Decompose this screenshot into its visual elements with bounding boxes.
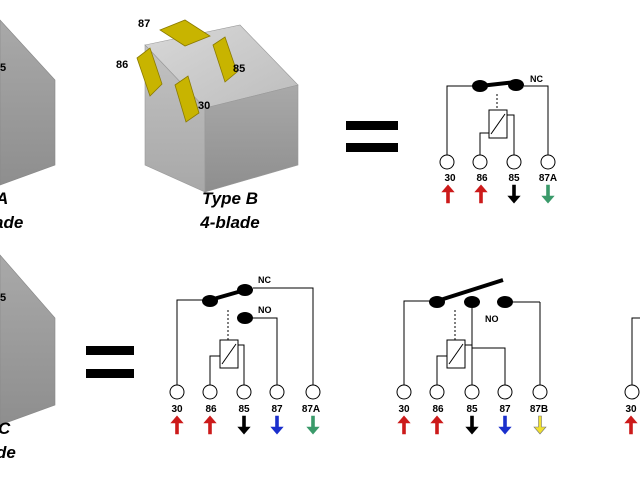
relay-c-pin-85: 5 (0, 292, 6, 304)
schematic-b-pin-0: 30 (444, 173, 456, 184)
equals-sign-top (346, 121, 398, 152)
schematic-c-pin-1: 86 (205, 404, 217, 415)
arrow-c-85 (237, 415, 251, 435)
schematic-b-nc-label: NC (530, 74, 543, 84)
arrow-b-85 (507, 184, 521, 204)
relay-b-caption-1: Type B (202, 189, 258, 208)
arrow-c-87 (270, 415, 284, 435)
schematic-e (624, 317, 640, 400)
schematic-d (396, 278, 548, 400)
relay-b-blades (136, 19, 238, 123)
schematic-d-pin-0: 30 (398, 404, 410, 415)
pin-arrows (170, 184, 638, 435)
arrow-d-86 (430, 415, 444, 435)
relay-b-cube (144, 24, 299, 193)
schematic-c-pin-0: 30 (171, 404, 183, 415)
relay-a-caption-2: ade (0, 213, 23, 232)
schematic-e-pin-0: 30 (625, 404, 637, 415)
arrow-c-87a (306, 415, 320, 435)
schematic-c-no-label: NO (258, 305, 272, 315)
schematic-c-pin-2: 85 (238, 404, 250, 415)
arrow-b-86 (474, 184, 488, 204)
schematic-d-pin-4: 87B (530, 404, 548, 415)
schematic-d-pin-2: 85 (466, 404, 478, 415)
relay-b-pin-87: 87 (138, 18, 150, 30)
equals-sign-bottom (86, 346, 134, 378)
schematic-d-no-label: NO (485, 314, 499, 324)
relay-b-pin-86: 86 (116, 59, 128, 71)
arrow-e-30 (624, 415, 638, 435)
blade-86 (136, 47, 163, 97)
arrow-d-30 (397, 415, 411, 435)
relay-a-caption-1: A (0, 189, 8, 208)
relay-b-pin-85: 85 (233, 63, 245, 75)
schematic-d-pin-3: 87 (499, 404, 511, 415)
blade-85 (212, 36, 238, 83)
schematic-d-pin-1: 86 (432, 404, 444, 415)
blade-87 (159, 19, 211, 47)
schematic-c (169, 284, 321, 400)
schematic-b (439, 79, 556, 170)
relay-c-caption-2: de (0, 443, 16, 462)
relay-b-caption-2: 4-blade (199, 213, 260, 232)
schematic-b-pin-2: 85 (508, 173, 520, 184)
arrow-b-87a (541, 184, 555, 204)
blade-30 (174, 75, 200, 123)
schematic-c-pin-3: 87 (271, 404, 283, 415)
schematic-c-nc-label: NC (258, 275, 271, 285)
arrow-d-85 (465, 415, 479, 435)
arrow-c-86 (203, 415, 217, 435)
relay-a-pin-85: 5 (0, 62, 6, 74)
arrow-b-30 (441, 184, 455, 204)
relay-b-pin-30: 30 (198, 100, 210, 112)
schematic-c-pin-4: 87A (302, 404, 320, 415)
relay-a-cube: 5 (0, 19, 56, 186)
arrow-c-30 (170, 415, 184, 435)
arrow-d-87 (498, 415, 512, 435)
schematic-b-pin-1: 86 (476, 173, 488, 184)
relay-c-caption-1: C (0, 419, 11, 438)
relay-c-cube: 5 (0, 254, 56, 426)
arrow-d-87b (533, 415, 547, 435)
schematic-b-pin-3: 87A (539, 173, 557, 184)
